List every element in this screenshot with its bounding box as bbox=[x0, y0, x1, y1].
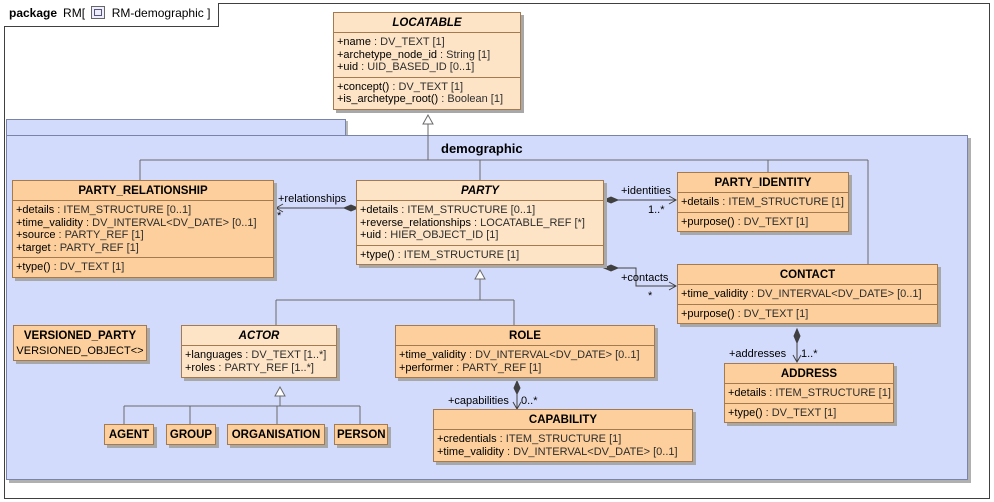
multiplicity-relationships: * bbox=[277, 210, 282, 222]
class-versioned-party[interactable]: VERSIONED_PARTY VERSIONED_OBJECT<> bbox=[13, 325, 147, 361]
class-name: ROLE bbox=[509, 330, 541, 342]
attribute: +name : DV_TEXT [1] bbox=[337, 36, 445, 48]
class-address[interactable]: ADDRESS +details : ITEM_STRUCTURE [1] +t… bbox=[724, 363, 894, 423]
class-name: AGENT bbox=[108, 429, 150, 441]
operation: +type() : DV_TEXT [1] bbox=[16, 261, 125, 273]
multiplicity-contacts: * bbox=[648, 290, 653, 302]
attribute: +languages : DV_TEXT [1..*] bbox=[185, 349, 327, 361]
frame-header: package RM[ RM-demographic ] bbox=[4, 3, 220, 27]
class-name: GROUP bbox=[169, 429, 213, 441]
attributes-compartment: +languages : DV_TEXT [1..*] +roles : PAR… bbox=[182, 345, 336, 377]
class-name: ADDRESS bbox=[780, 368, 838, 380]
attribute: +time_validity : DV_INTERVAL<DV_DATE> [0… bbox=[437, 445, 678, 458]
class-contact[interactable]: CONTACT +time_validity : DV_INTERVAL<DV_… bbox=[677, 264, 938, 324]
class-locatable[interactable]: LOCATABLE +name : DV_TEXT [1] +archetype… bbox=[333, 12, 521, 110]
multiplicity-capabilities: 0..* bbox=[521, 395, 538, 407]
attribute: +details : ITEM_STRUCTURE [0..1] bbox=[16, 204, 192, 216]
package-name: demographic bbox=[441, 141, 523, 156]
attribute: +uid : HIER_OBJECT_ID [1] bbox=[360, 229, 499, 241]
role-identities: +identities bbox=[621, 185, 671, 197]
class-actor[interactable]: ACTOR +languages : DV_TEXT [1..*] +roles… bbox=[181, 325, 337, 378]
class-organisation[interactable]: ORGANISATION bbox=[227, 424, 325, 445]
class-name: PARTY bbox=[461, 185, 499, 197]
attribute: +details : ITEM_STRUCTURE [0..1] bbox=[360, 204, 536, 216]
operations-compartment: +purpose() : DV_TEXT [1] bbox=[678, 303, 937, 324]
frame-owner: RM[ bbox=[63, 6, 86, 20]
attributes-compartment: +details : ITEM_STRUCTURE [0..1] +revers… bbox=[357, 200, 603, 245]
operations-compartment: +purpose() : DV_TEXT [1] bbox=[678, 211, 848, 232]
template-binding: VERSIONED_OBJECT<> bbox=[16, 345, 144, 357]
attributes-compartment: +time_validity : DV_INTERVAL<DV_DATE> [0… bbox=[396, 345, 654, 377]
operation: +purpose() : DV_TEXT [1] bbox=[681, 215, 809, 228]
class-name: PARTY_RELATIONSHIP bbox=[78, 185, 208, 197]
class-name: PERSON bbox=[337, 429, 386, 441]
operation: +is_archetype_root() : Boolean [1] bbox=[337, 93, 504, 105]
class-party-identity[interactable]: PARTY_IDENTITY +details : ITEM_STRUCTURE… bbox=[677, 172, 849, 232]
actor-generalization-arrowhead bbox=[274, 385, 286, 397]
operation: +type() : DV_TEXT [1] bbox=[728, 406, 837, 419]
operation: +concept() : DV_TEXT [1] bbox=[337, 80, 464, 93]
party-generalization-arrowhead bbox=[474, 268, 486, 280]
diagram-frame bbox=[4, 3, 990, 499]
multiplicity-identities: 1..* bbox=[648, 204, 665, 216]
role-relationships: +relationships bbox=[278, 193, 347, 205]
association-contacts bbox=[618, 267, 676, 287]
attributes-compartment: +time_validity : DV_INTERVAL<DV_DATE> [0… bbox=[678, 284, 937, 304]
class-name: LOCATABLE bbox=[392, 17, 462, 29]
attribute: +source : PARTY_REF [1] bbox=[16, 229, 144, 241]
operation: +purpose() : DV_TEXT [1] bbox=[681, 307, 809, 320]
class-capability[interactable]: CAPABILITY +credentials : ITEM_STRUCTURE… bbox=[433, 409, 693, 462]
attribute: +archetype_node_id : String [1] bbox=[337, 48, 491, 61]
class-agent[interactable]: AGENT bbox=[104, 424, 154, 445]
frame-diagram-name: RM-demographic bbox=[111, 6, 204, 20]
class-diagram-icon bbox=[91, 6, 106, 19]
frame-keyword: package bbox=[9, 6, 58, 20]
operations-compartment: +type() : DV_TEXT [1] bbox=[725, 402, 893, 423]
class-name: ORGANISATION bbox=[231, 429, 321, 441]
attributes-compartment: +details : ITEM_STRUCTURE [0..1] +time_v… bbox=[13, 200, 273, 257]
generalization-to-actor bbox=[123, 394, 361, 424]
attribute: +uid : UID_BASED_ID [0..1] bbox=[337, 61, 475, 73]
class-name: PARTY_IDENTITY bbox=[714, 177, 812, 189]
class-party[interactable]: PARTY +details : ITEM_STRUCTURE [0..1] +… bbox=[356, 180, 604, 265]
class-person[interactable]: PERSON bbox=[334, 424, 388, 445]
attribute: +reverse_relationships : LOCATABLE_REF [… bbox=[360, 216, 585, 229]
class-name: ACTOR bbox=[238, 330, 280, 342]
attribute: +details : ITEM_STRUCTURE [1] bbox=[681, 196, 844, 208]
attribute: +time_validity : DV_INTERVAL<DV_DATE> [0… bbox=[16, 216, 257, 229]
class-role[interactable]: ROLE +time_validity : DV_INTERVAL<DV_DAT… bbox=[395, 325, 655, 378]
attribute: +details : ITEM_STRUCTURE [1] bbox=[728, 387, 891, 399]
operations-compartment: +type() : ITEM_STRUCTURE [1] bbox=[357, 244, 603, 265]
attributes-compartment: +name : DV_TEXT [1] +archetype_node_id :… bbox=[334, 32, 520, 77]
class-name: CAPABILITY bbox=[528, 414, 598, 426]
attributes-compartment: +details : ITEM_STRUCTURE [1] bbox=[725, 383, 893, 403]
operations-compartment: +concept() : DV_TEXT [1] +is_archetype_r… bbox=[334, 76, 520, 109]
role-addresses: +addresses bbox=[729, 348, 787, 360]
attribute: +credentials : ITEM_STRUCTURE [1] bbox=[437, 433, 622, 445]
attribute: +performer : PARTY_REF [1] bbox=[399, 361, 542, 374]
role-contacts: +contacts bbox=[621, 272, 669, 284]
frame-closing: ] bbox=[207, 6, 211, 20]
class-group[interactable]: GROUP bbox=[166, 424, 216, 445]
attributes-compartment: +details : ITEM_STRUCTURE [1] bbox=[678, 192, 848, 212]
class-name: VERSIONED_PARTY bbox=[23, 330, 137, 342]
class-name: CONTACT bbox=[779, 269, 836, 281]
operations-compartment: +type() : DV_TEXT [1] bbox=[13, 257, 273, 277]
multiplicity-addresses: 1..* bbox=[801, 348, 818, 360]
generalization-arrowhead bbox=[422, 113, 434, 125]
attribute: +target : PARTY_REF [1] bbox=[16, 241, 139, 254]
attribute: +roles : PARTY_REF [1..*] bbox=[185, 361, 314, 374]
generalization-to-party bbox=[275, 277, 515, 326]
class-party-relationship[interactable]: PARTY_RELATIONSHIP +details : ITEM_STRUC… bbox=[12, 180, 274, 278]
attribute: +time_validity : DV_INTERVAL<DV_DATE> [0… bbox=[399, 349, 640, 361]
attributes-compartment: +credentials : ITEM_STRUCTURE [1] +time_… bbox=[434, 429, 692, 461]
attribute: +time_validity : DV_INTERVAL<DV_DATE> [0… bbox=[681, 288, 922, 300]
role-capabilities: +capabilities bbox=[448, 395, 509, 407]
generalization-to-locatable bbox=[139, 122, 869, 264]
operation: +type() : ITEM_STRUCTURE [1] bbox=[360, 248, 520, 261]
